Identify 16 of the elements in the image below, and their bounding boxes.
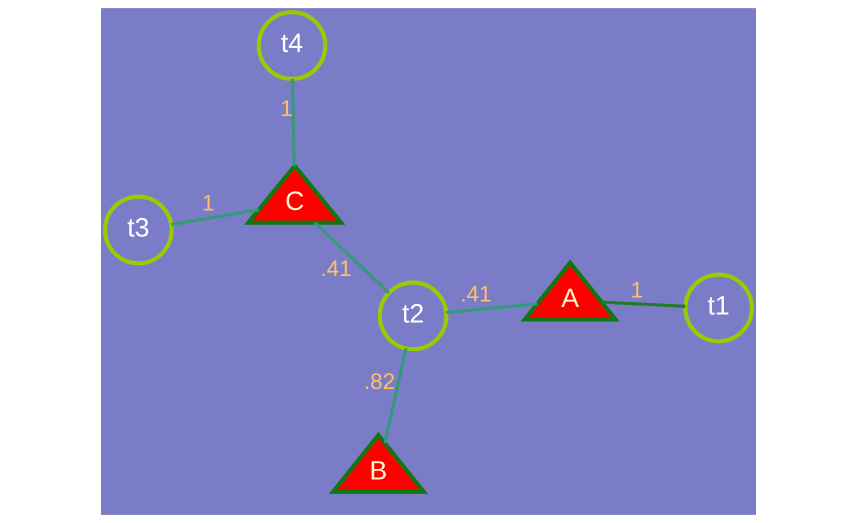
edge-label: .82 — [363, 369, 395, 394]
connector — [290, 78, 296, 166]
connector — [313, 222, 390, 294]
connector — [383, 348, 407, 444]
node-circle: t2 — [377, 280, 448, 352]
connector — [446, 302, 537, 314]
edge-label: 1 — [280, 96, 292, 122]
node-circle: t3 — [102, 194, 174, 266]
connector — [170, 208, 258, 226]
node-circle: t4 — [256, 10, 327, 81]
connector — [601, 300, 685, 308]
edge-label: .41 — [460, 282, 492, 307]
edge-label: 1 — [201, 190, 214, 216]
edge-label: 1 — [630, 278, 643, 303]
edge-label: .41 — [320, 256, 352, 281]
node-circle: t1 — [682, 272, 754, 344]
